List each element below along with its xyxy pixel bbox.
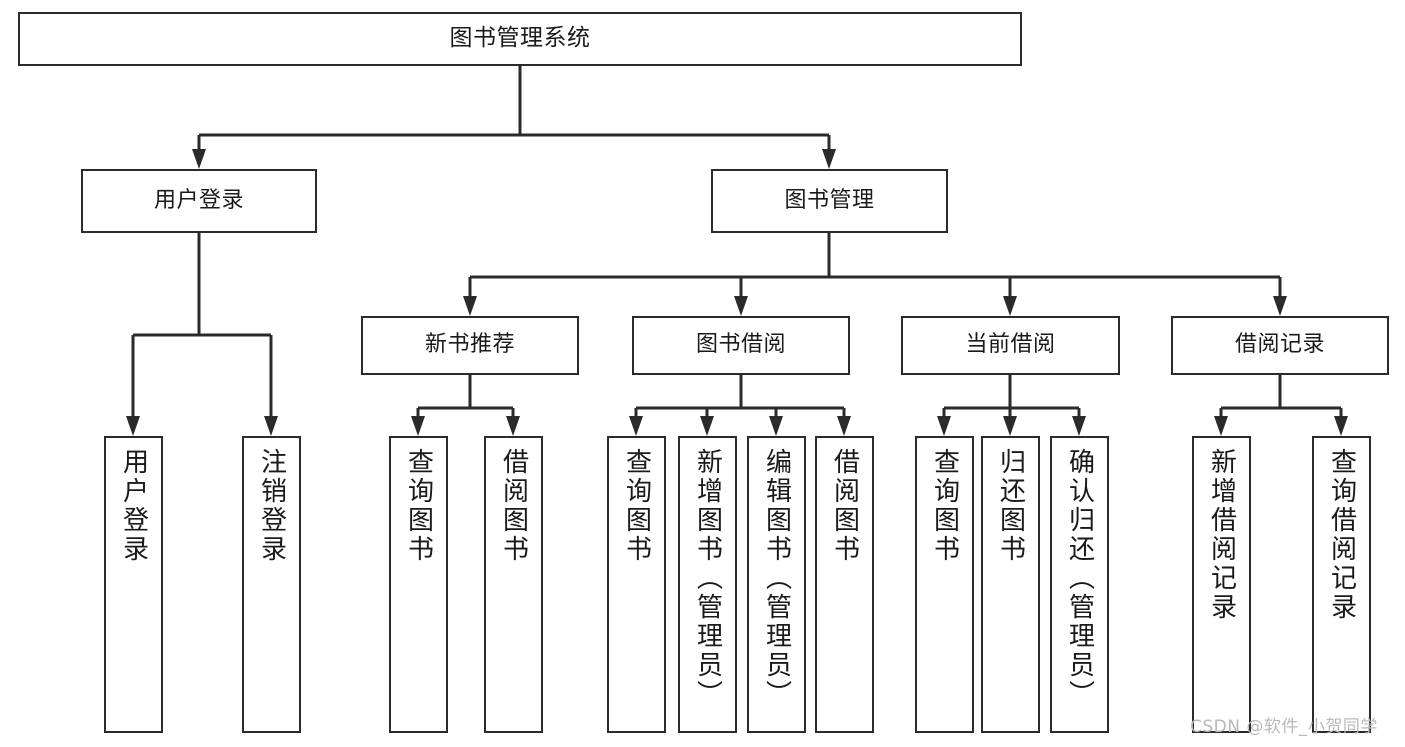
node-level3-label: 当前借阅: [965, 332, 1056, 358]
group-2-arrowhead-0: [937, 416, 951, 436]
node-leaf-12[interactable]: 查询借阅记录: [1312, 436, 1371, 733]
node-leaf-8[interactable]: 查询图书: [915, 436, 974, 733]
root-to-level2-arrowhead-0: [192, 149, 206, 169]
node-leaf-3[interactable]: 借阅图书: [484, 436, 543, 733]
node-level2-1[interactable]: 图书管理: [711, 169, 948, 233]
node-level3-label: 新书推荐: [424, 332, 515, 358]
csdn-watermark: CSDN @软件_小贺同学: [1190, 717, 1378, 737]
node-level2-0[interactable]: 用户登录: [81, 169, 317, 233]
node-level3-label: 借阅记录: [1234, 332, 1325, 358]
node-level2-label: 用户登录: [153, 187, 244, 213]
group-1-arrowhead-0: [629, 416, 643, 436]
node-root[interactable]: 图书管理系统: [18, 12, 1022, 66]
node-leaf-label: 编辑图书（管理员）: [761, 448, 792, 709]
node-leaf-4[interactable]: 查询图书: [607, 436, 666, 733]
node-leaf-label: 归还图书: [995, 448, 1026, 564]
node-level3-label: 图书借阅: [695, 332, 786, 358]
root-to-level2-arrowhead-1: [822, 149, 836, 169]
node-leaf-1[interactable]: 注销登录: [242, 436, 301, 733]
books-to-level3-arrowhead-3: [1273, 296, 1287, 316]
node-leaf-7[interactable]: 借阅图书: [815, 436, 874, 733]
login-to-leaves-arrowhead-0: [126, 416, 140, 436]
node-leaf-10[interactable]: 确认归还（管理员）: [1050, 436, 1109, 733]
books-to-level3-arrowhead-1: [734, 296, 748, 316]
group-3-arrowhead-1: [1334, 416, 1348, 436]
node-leaf-6[interactable]: 编辑图书（管理员）: [747, 436, 806, 733]
group-1-arrowhead-1: [700, 416, 714, 436]
node-leaf-label: 查询借阅记录: [1326, 448, 1357, 622]
group-2-arrowhead-2: [1072, 416, 1086, 436]
node-leaf-label: 新增图书（管理员）: [692, 448, 723, 709]
node-level2-label: 图书管理: [784, 187, 875, 213]
node-leaf-2[interactable]: 查询图书: [389, 436, 448, 733]
node-leaf-label: 用户登录: [118, 448, 149, 564]
node-leaf-11[interactable]: 新增借阅记录: [1192, 436, 1251, 733]
login-to-leaves-arrowhead-1: [264, 416, 278, 436]
group-0-arrowhead-1: [506, 416, 520, 436]
node-leaf-label: 借阅图书: [498, 448, 529, 564]
books-to-level3-arrowhead-2: [1003, 296, 1017, 316]
node-level3-2[interactable]: 当前借阅: [901, 316, 1120, 375]
node-leaf-label: 查询图书: [403, 448, 434, 564]
node-leaf-0[interactable]: 用户登录: [104, 436, 163, 733]
node-leaf-9[interactable]: 归还图书: [981, 436, 1040, 733]
node-leaf-label: 借阅图书: [829, 448, 860, 564]
node-leaf-label: 注销登录: [256, 448, 287, 564]
node-level3-3[interactable]: 借阅记录: [1171, 316, 1389, 375]
node-leaf-label: 查询图书: [929, 448, 960, 564]
books-to-level3-arrowhead-0: [463, 296, 477, 316]
group-3-arrowhead-0: [1214, 416, 1228, 436]
node-level3-0[interactable]: 新书推荐: [361, 316, 579, 375]
group-1-arrowhead-3: [837, 416, 851, 436]
node-root-label: 图书管理系统: [449, 25, 591, 52]
node-leaf-label: 查询图书: [621, 448, 652, 564]
group-1-arrowhead-2: [769, 416, 783, 436]
node-leaf-5[interactable]: 新增图书（管理员）: [678, 436, 737, 733]
node-leaf-label: 新增借阅记录: [1206, 448, 1237, 622]
group-2-arrowhead-1: [1003, 416, 1017, 436]
node-leaf-label: 确认归还（管理员）: [1064, 448, 1095, 709]
group-0-arrowhead-0: [411, 416, 425, 436]
node-level3-1[interactable]: 图书借阅: [632, 316, 850, 375]
